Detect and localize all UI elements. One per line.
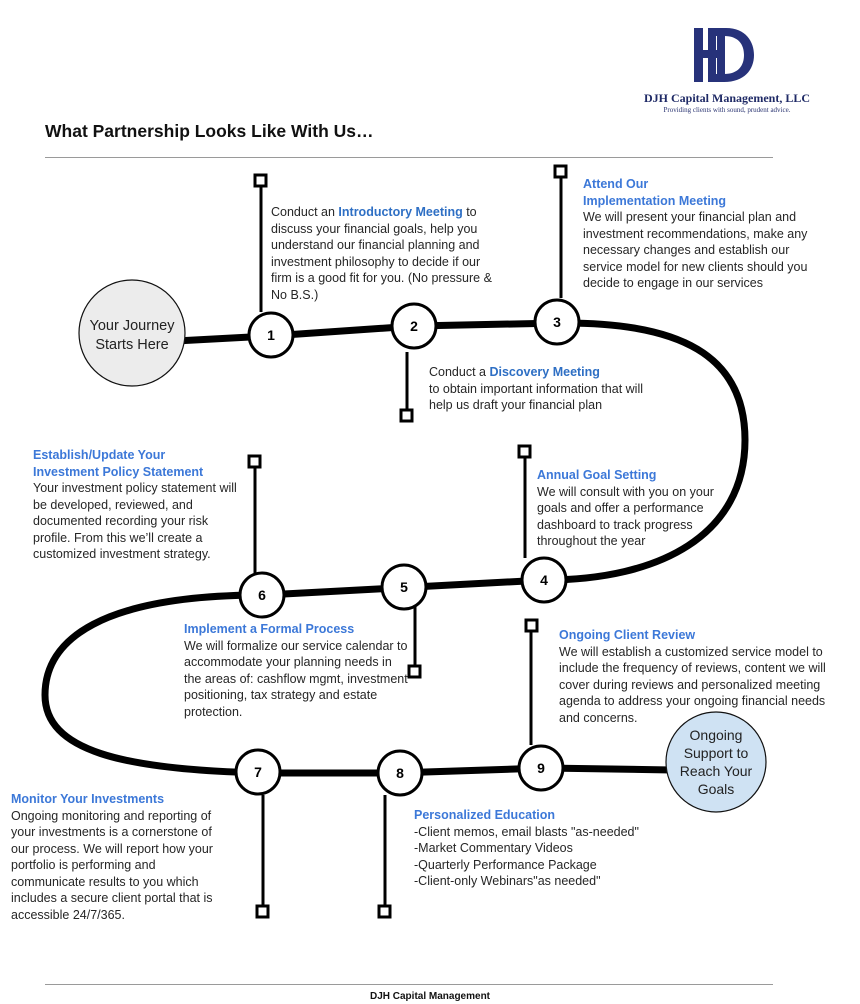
step-number-2: 2 [410,318,418,334]
step-number-6: 6 [258,587,266,603]
end-circle [665,711,767,813]
step-node-9 [517,744,565,792]
step-4-text: Annual Goal Setting We will consult with… [537,467,737,550]
step-8-item-3: -Quarterly Performance Package [414,857,597,872]
step-5-heading: Implement a Formal Process [184,622,355,636]
step-7-text: Monitor Your Investments Ongoing monitor… [11,791,233,923]
connector-end-step-1 [253,173,268,188]
step-node-5 [380,563,428,611]
company-tagline: Providing clients with sound, prudent ad… [663,106,791,114]
step-node-7 [234,748,282,796]
end-label-line3: Reach Your [680,763,753,779]
step-number-4: 4 [540,572,548,588]
end-label-line1: Ongoing [690,727,743,743]
step-2-heading: Discovery Meeting [489,365,600,379]
step-node-8 [376,749,424,797]
step-8-text: Personalized Education -Client memos, em… [414,807,684,890]
step-2-pre: Conduct a [429,365,490,379]
connector-end-step-6 [247,454,262,469]
step-8-item-1: -Client memos, email blasts "as-needed" [414,824,639,839]
step-4-body: We will consult with you on your goals a… [537,484,714,549]
step-3-heading-line2: Implementation Meeting [583,193,727,208]
connector-end-step-3 [553,164,568,179]
end-label-line2: Support to [684,745,749,761]
connector-end-step-9 [524,618,539,633]
footer-divider [45,984,773,985]
step-node-2 [390,302,438,350]
step-3-text: Attend Our Implementation Meeting We wil… [583,176,813,292]
step-5-body: We will formalize our service calendar t… [184,638,408,719]
company-logo [694,28,754,82]
connector-end-step-2 [399,408,414,423]
page-title: What Partnership Looks Like With Us… [45,121,374,141]
step-node-4 [520,556,568,604]
step-number-5: 5 [400,579,408,595]
start-label-line2: Starts Here [95,337,168,353]
step-8-item-2: -Market Commentary Videos [414,841,573,855]
start-circle [78,279,186,387]
step-9-heading: Ongoing Client Review [559,628,696,642]
step-9-text: Ongoing Client Review We will establish … [559,627,847,726]
step-node-6 [238,571,286,619]
header-divider [45,157,773,158]
end-label-line4: Goals [698,781,735,797]
step-8-heading: Personalized Education [414,808,556,822]
step-6-heading-line1: Establish/Update Your [33,448,166,462]
step-3-heading-line1: Attend Our [583,177,649,191]
company-name: DJH Capital Management, LLC [644,91,810,105]
step-9-body: We will establish a customized service m… [559,644,826,725]
step-2-text: Conduct a Discovery Meeting to obtain imp… [429,364,659,414]
step-5-text: Implement a Formal Process We will forma… [184,621,410,720]
step-6-text: Establish/Update Your Investment Policy … [33,447,238,563]
step-number-3: 3 [553,314,561,330]
step-7-heading: Monitor Your Investments [11,792,165,806]
step-8-item-4: -Client-only Webinars"as needed" [414,874,601,888]
step-1-body: to discuss your financial goals, help yo… [271,205,492,302]
connector-end-step-8 [377,904,392,919]
step-6-heading-line2: Investment Policy Statement [33,464,204,479]
footer-text: DJH Capital Management [369,991,491,1002]
connector-end-step-7 [255,904,270,919]
step-1-text: Conduct an Introductory Meeting to discu… [271,204,503,303]
connector-end-step-5 [407,664,422,679]
step-1-pre: Conduct an [271,205,339,219]
start-label-line1: Your Journey [90,318,176,334]
step-7-body: Ongoing monitoring and reporting of your… [11,808,213,922]
step-3-body: We will present your financial plan and … [583,210,808,290]
step-node-3 [533,298,581,346]
step-number-9: 9 [537,760,545,776]
step-node-1 [247,311,295,359]
step-1-heading: Introductory Meeting [338,205,463,219]
step-number-1: 1 [267,327,275,343]
step-4-heading: Annual Goal Setting [537,468,657,482]
connector-end-step-4 [517,444,532,459]
step-2-body: to obtain important information that wil… [429,381,643,413]
step-number-8: 8 [396,765,404,781]
step-6-body: Your investment policy statement will be… [33,481,237,561]
step-number-7: 7 [254,764,262,780]
